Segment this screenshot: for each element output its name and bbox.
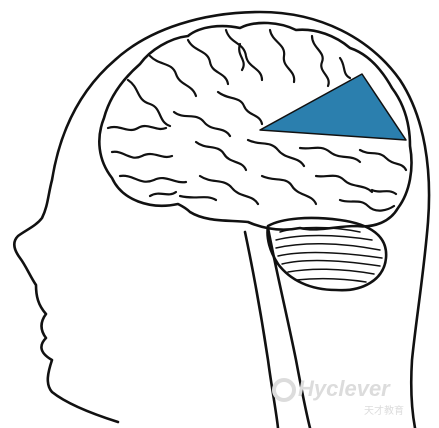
watermark-sub: 天才教育: [364, 404, 404, 417]
watermark-swirl: [274, 380, 294, 400]
watermark-brand: Hyclever: [298, 376, 391, 401]
watermark-logo: Hyclever 天才教育: [268, 374, 438, 420]
highlighted-region: [260, 74, 406, 140]
